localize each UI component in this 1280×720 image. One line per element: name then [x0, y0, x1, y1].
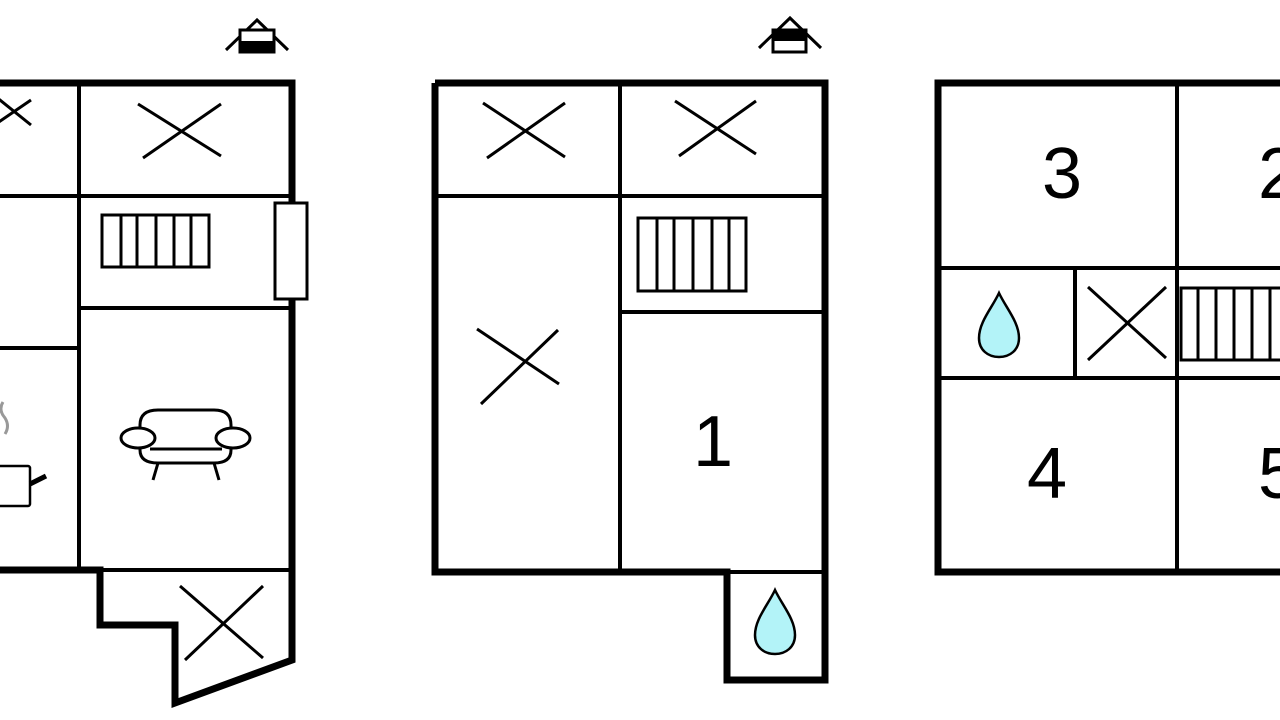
room-number: 3: [1042, 134, 1082, 214]
unused-room-cross-icon: [476, 327, 560, 406]
window-icon: [273, 201, 309, 301]
room-number: 5: [1258, 434, 1280, 514]
room-number: 1: [693, 402, 733, 482]
chimney-icon: [757, 15, 823, 54]
unused-room-cross-icon: [482, 101, 566, 160]
outer-wall: [431, 79, 829, 684]
second-floor-plan: 3 2 4 5: [934, 79, 1280, 576]
unused-room-cross-icon: [1086, 285, 1168, 362]
stairs-icon: [636, 216, 748, 293]
outer-wall: [934, 79, 1280, 576]
outer-wall: [0, 79, 296, 709]
water-drop-icon: [753, 588, 797, 656]
chimney-icon: [224, 17, 290, 54]
unused-room-cross-icon: [674, 99, 757, 158]
sofa-icon: [119, 408, 252, 481]
stairs-icon: [100, 213, 211, 269]
ground-floor-plan: [0, 17, 309, 709]
water-drop-icon: [977, 291, 1021, 359]
stairs-icon: [1179, 286, 1280, 362]
unused-room-cross-icon: [0, 98, 32, 127]
room-number: 2: [1258, 134, 1280, 214]
unused-room-cross-icon: [137, 102, 222, 160]
first-floor-plan: 1: [431, 15, 829, 684]
room-number: 4: [1027, 434, 1067, 514]
kitchen-pot-icon: [0, 401, 48, 508]
unused-room-cross-icon: [179, 584, 265, 662]
